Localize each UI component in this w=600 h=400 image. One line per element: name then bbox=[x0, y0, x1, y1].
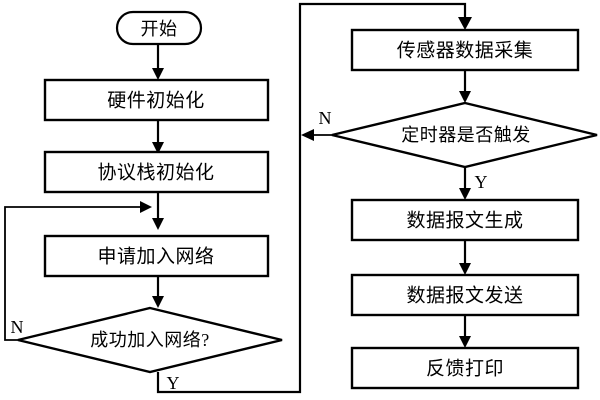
connector-join-retry-loop bbox=[4, 201, 152, 341]
node-packet-build-label: 数据报文生成 bbox=[406, 210, 523, 232]
connector-join-success-to-sensor-loop bbox=[156, 2, 472, 394]
connector-stack-init-to-join-request bbox=[152, 192, 164, 230]
connector-hardware-init-to-stack-init bbox=[152, 120, 164, 154]
node-join-success-decision-label: 成功加入网络? bbox=[90, 330, 210, 350]
node-packet-send[interactable]: 数据报文发送 bbox=[350, 273, 580, 317]
branch-label-timer-yes: Y bbox=[475, 172, 488, 192]
node-hardware-init[interactable]: 硬件初始化 bbox=[43, 78, 270, 122]
node-hardware-init-label: 硬件初始化 bbox=[107, 90, 205, 112]
node-sensor-acquisition-label: 传感器数据采集 bbox=[397, 40, 534, 62]
branch-label-timer-no: N bbox=[319, 108, 332, 128]
connector-packet-send-to-feedback-print bbox=[459, 315, 471, 348]
node-start[interactable]: 开始 bbox=[115, 10, 203, 46]
node-stack-init-label: 协议栈初始化 bbox=[97, 162, 214, 184]
node-feedback-print-label: 反馈打印 bbox=[426, 358, 504, 380]
branch-label-join-no: N bbox=[11, 317, 24, 337]
connector-timer-no-to-return-line bbox=[301, 129, 332, 141]
node-packet-send-label: 数据报文发送 bbox=[406, 285, 523, 307]
node-timer-decision-label: 定时器是否触发 bbox=[401, 125, 531, 145]
node-join-success-decision[interactable]: 成功加入网络? bbox=[17, 306, 283, 374]
connector-start-to-hardware-init bbox=[152, 44, 164, 80]
node-join-request[interactable]: 申请加入网络 bbox=[43, 234, 270, 278]
connector-sensor-to-timer-decision bbox=[459, 70, 471, 103]
node-stack-init[interactable]: 协议栈初始化 bbox=[43, 150, 270, 194]
node-sensor-acquisition[interactable]: 传感器数据采集 bbox=[350, 28, 580, 72]
branch-label-join-yes: Y bbox=[167, 373, 180, 393]
node-timer-decision[interactable]: 定时器是否触发 bbox=[331, 101, 598, 169]
node-start-label: 开始 bbox=[141, 19, 178, 39]
connector-timer-yes-to-packet-build bbox=[459, 168, 471, 200]
node-packet-build[interactable]: 数据报文生成 bbox=[350, 198, 580, 242]
node-join-request-label: 申请加入网络 bbox=[97, 246, 214, 268]
connector-join-request-to-decision bbox=[152, 276, 164, 308]
node-feedback-print[interactable]: 反馈打印 bbox=[350, 346, 580, 390]
connector-packet-build-to-packet-send bbox=[459, 240, 471, 275]
